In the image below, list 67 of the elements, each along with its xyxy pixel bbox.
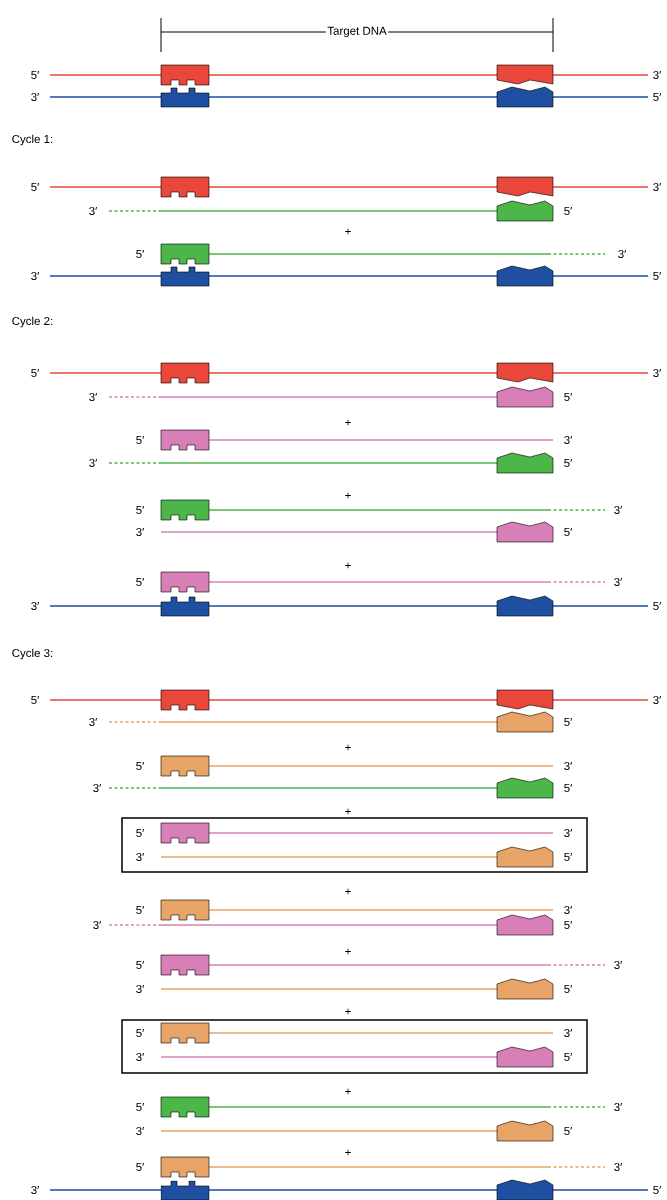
- strand-end-label: 3′: [564, 435, 573, 445]
- strand-end-label: 5′: [136, 762, 145, 770]
- strand-end-label: 5′: [564, 528, 573, 536]
- plus-sign: +: [345, 948, 351, 955]
- strand-end-label: 5′: [564, 985, 573, 993]
- strand-end-label: 5′: [564, 1127, 573, 1135]
- dimension-label: Target DNA: [325, 25, 389, 39]
- strand-end-label: 5′: [653, 602, 662, 610]
- plus-sign: +: [345, 492, 351, 499]
- strand-end-label: 3′: [31, 601, 40, 611]
- plus-sign: +: [345, 1088, 351, 1095]
- strand-end-label: 5′: [31, 183, 40, 191]
- plus-sign: +: [345, 744, 351, 751]
- strand-end-label: 3′: [564, 905, 573, 915]
- strand-end-label: 3′: [136, 984, 145, 994]
- strand-end-label: 3′: [89, 458, 98, 468]
- strand-end-label: 3′: [136, 527, 145, 537]
- strand-end-label: 3′: [31, 271, 40, 281]
- plus-sign: +: [345, 1149, 351, 1156]
- strand-end-label: 5′: [564, 784, 573, 792]
- strand-end-label: 5′: [653, 272, 662, 280]
- strand-end-label: 5′: [564, 718, 573, 726]
- strand-end-label: 5′: [136, 1163, 145, 1171]
- strand-end-label: 5′: [136, 506, 145, 514]
- strand-end-label: 3′: [653, 695, 662, 705]
- plus-sign: +: [345, 228, 351, 235]
- strand-end-label: 3′: [89, 206, 98, 216]
- strand-end-label: 5′: [136, 578, 145, 586]
- strand-end-label: 5′: [564, 921, 573, 929]
- strand-end-label: 3′: [653, 182, 662, 192]
- strand-end-label: 5′: [31, 71, 40, 79]
- strand-end-label: 5′: [136, 961, 145, 969]
- strand-end-label: 5′: [136, 906, 145, 914]
- cycle-heading: Cycle 2:: [12, 316, 53, 328]
- strand-end-label: 3′: [653, 70, 662, 80]
- strand-end-label: 5′: [136, 1103, 145, 1111]
- strand-pair-box: 5′ 3′ 3′ 5′: [121, 1019, 588, 1074]
- strand-end-label: 3′: [653, 368, 662, 378]
- strand-end-label: 3′: [31, 1185, 40, 1195]
- plus-sign: +: [345, 888, 351, 895]
- strand-end-label: 5′: [653, 93, 662, 101]
- strand-end-label: 3′: [89, 392, 98, 402]
- strand-end-label: 5′: [564, 207, 573, 215]
- strand-end-label: 3′: [614, 1102, 623, 1112]
- strand-end-label: 3′: [564, 761, 573, 771]
- strand-end-label: 3′: [136, 1126, 145, 1136]
- strand-pair-box: 5′ 3′ 3′ 5′: [121, 817, 588, 873]
- strand-end-label: 5′: [653, 1186, 662, 1194]
- strand-end-label: 3′: [614, 1162, 623, 1172]
- strand-end-label: 3′: [31, 92, 40, 102]
- strand-end-label: 3′: [618, 249, 627, 259]
- strand-end-label: 3′: [614, 960, 623, 970]
- strand-end-label: 5′: [564, 459, 573, 467]
- plus-sign: +: [345, 419, 351, 426]
- plus-sign: +: [345, 562, 351, 569]
- strand-end-label: 5′: [31, 696, 40, 704]
- strand-end-label: 3′: [93, 783, 102, 793]
- strand-end-label: 5′: [136, 436, 145, 444]
- strand-end-label: 5′: [564, 393, 573, 401]
- strand-end-label: 3′: [93, 920, 102, 930]
- cycle-heading: Cycle 1:: [12, 134, 53, 146]
- strand-end-label: 3′: [614, 577, 623, 587]
- strand-end-label: 5′: [31, 369, 40, 377]
- cycle-heading: Cycle 3:: [12, 648, 53, 660]
- strand-end-label: 3′: [89, 717, 98, 727]
- strand-end-label: 3′: [614, 505, 623, 515]
- strand-end-label: 5′: [136, 250, 145, 258]
